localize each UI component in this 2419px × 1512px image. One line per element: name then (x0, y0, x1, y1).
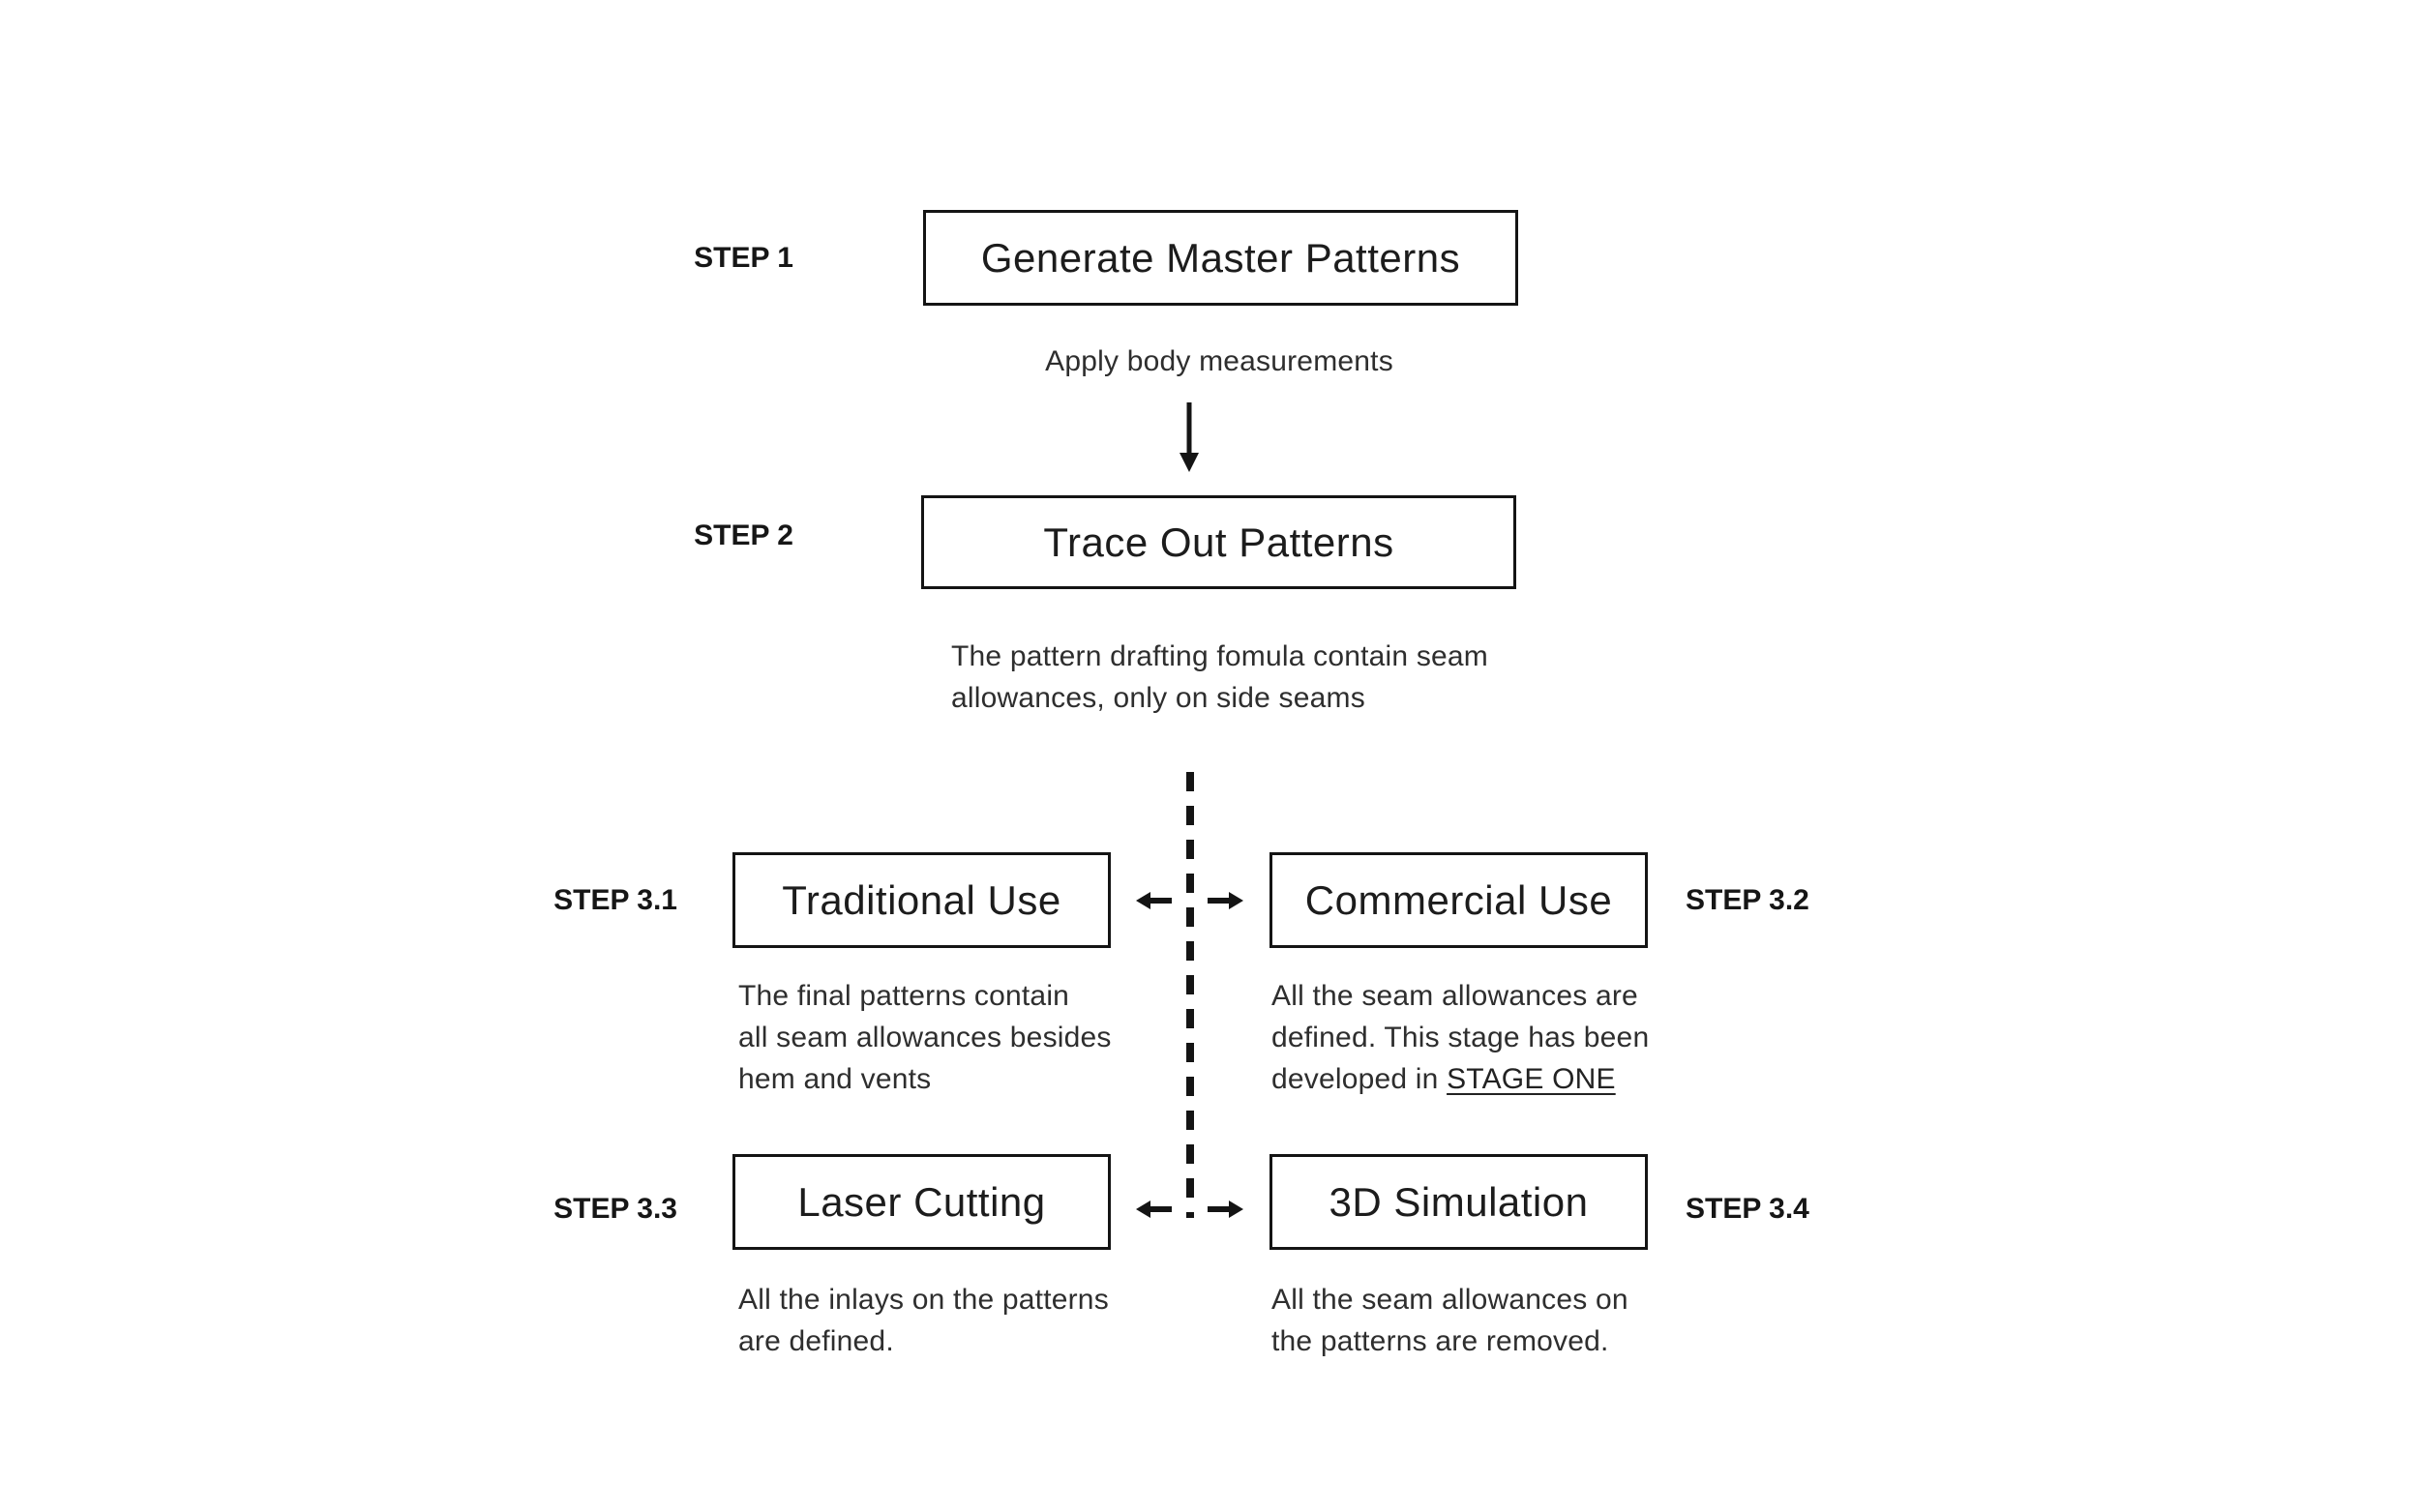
step-2-note: The pattern drafting fomula contain seam… (951, 640, 1488, 714)
apply-body-measurements-caption: Apply body measurements (1045, 345, 1393, 377)
step-3-4-label: STEP 3.4 (1686, 1193, 1809, 1225)
traditional-use-note: The final patterns contain all seam allo… (738, 980, 1112, 1095)
left-arrow-icon (1136, 1201, 1172, 1218)
traditional-use-title: Traditional Use (782, 876, 1061, 923)
right-arrow-icon (1208, 1201, 1243, 1218)
commercial-use-note-text: All the seam allowances are defined. Thi… (1271, 980, 1650, 1095)
step-3-3-label: STEP 3.3 (553, 1193, 677, 1225)
commercial-use-note: All the seam allowances are defined. Thi… (1271, 975, 1649, 1100)
dashed-divider-line (1186, 772, 1194, 1218)
right-arrow-icon (1208, 892, 1243, 909)
commercial-use-title: Commercial Use (1304, 876, 1613, 923)
down-arrow-icon (1180, 402, 1199, 472)
3d-simulation-note: All the seam allowances on the patterns … (1271, 1284, 1628, 1357)
laser-cutting-note: All the inlays on the patterns are defin… (738, 1284, 1109, 1357)
stage-one-reference: STAGE ONE (1447, 1063, 1616, 1095)
step-2-box: Trace Out Patterns (921, 495, 1516, 589)
step-3-1-label: STEP 3.1 (553, 884, 677, 916)
step-1-label: STEP 1 (694, 242, 793, 274)
step-1-title: Generate Master Patterns (980, 234, 1461, 281)
step-1-box: Generate Master Patterns (923, 210, 1518, 306)
laser-cutting-title: Laser Cutting (797, 1178, 1046, 1225)
laser-cutting-box: Laser Cutting (732, 1154, 1111, 1250)
3d-simulation-box: 3D Simulation (1269, 1154, 1648, 1250)
step-2-title: Trace Out Patterns (1043, 519, 1394, 565)
commercial-use-box: Commercial Use (1269, 852, 1648, 948)
step-2-label: STEP 2 (694, 519, 793, 551)
left-arrow-icon (1136, 892, 1172, 909)
step-3-2-label: STEP 3.2 (1686, 884, 1809, 916)
traditional-use-box: Traditional Use (732, 852, 1111, 948)
3d-simulation-title: 3D Simulation (1329, 1178, 1589, 1225)
